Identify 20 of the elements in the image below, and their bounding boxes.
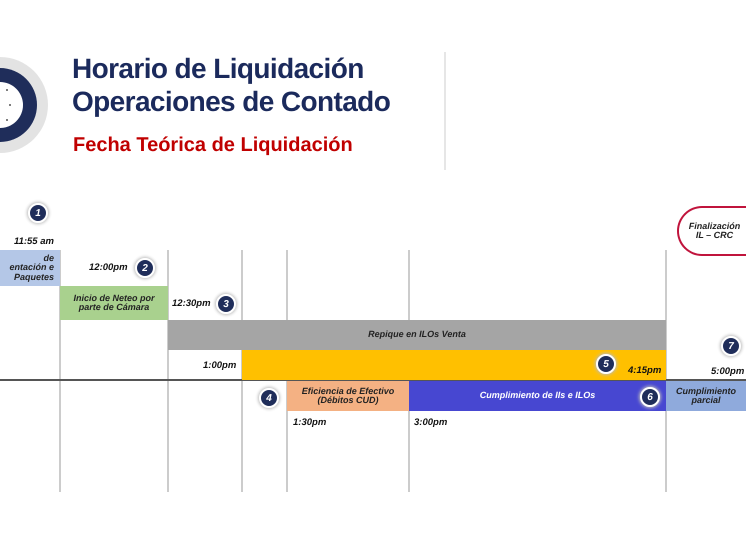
- callout-number: 2: [135, 258, 155, 278]
- schedule-bar: Eficiencia de Efectivo (Débitos CUD): [287, 381, 409, 411]
- schedule-bar: Repique en ILOs Venta: [168, 320, 666, 350]
- callout-number: 1: [28, 203, 48, 223]
- subtitle: Fecha Teórica de Liquidación: [73, 134, 353, 157]
- callout-number: 4: [259, 388, 279, 408]
- time-label: 3:00pm: [414, 417, 448, 428]
- empty-bar: [242, 350, 666, 380]
- time-label: 12:00pm: [89, 262, 128, 273]
- callout-number: 3: [216, 294, 236, 314]
- time-label: 1:00pm: [203, 360, 236, 371]
- time-label: 12:30pm: [172, 298, 211, 309]
- callout-number: 7: [721, 336, 741, 356]
- title: Horario de Liquidación Operaciones de Contado: [72, 52, 392, 118]
- time-label: 11:55 am: [14, 236, 54, 247]
- schedule-bar: Inicio de Neteo por parte de Cámara: [60, 286, 168, 320]
- milestone-pill: Finalización IL – CRC: [677, 206, 746, 256]
- time-label: 4:15pm: [628, 365, 662, 376]
- schedule-bar: de entación e Paquetes: [0, 250, 60, 286]
- schedule-bar: Cumplimiento parcial: [666, 381, 746, 411]
